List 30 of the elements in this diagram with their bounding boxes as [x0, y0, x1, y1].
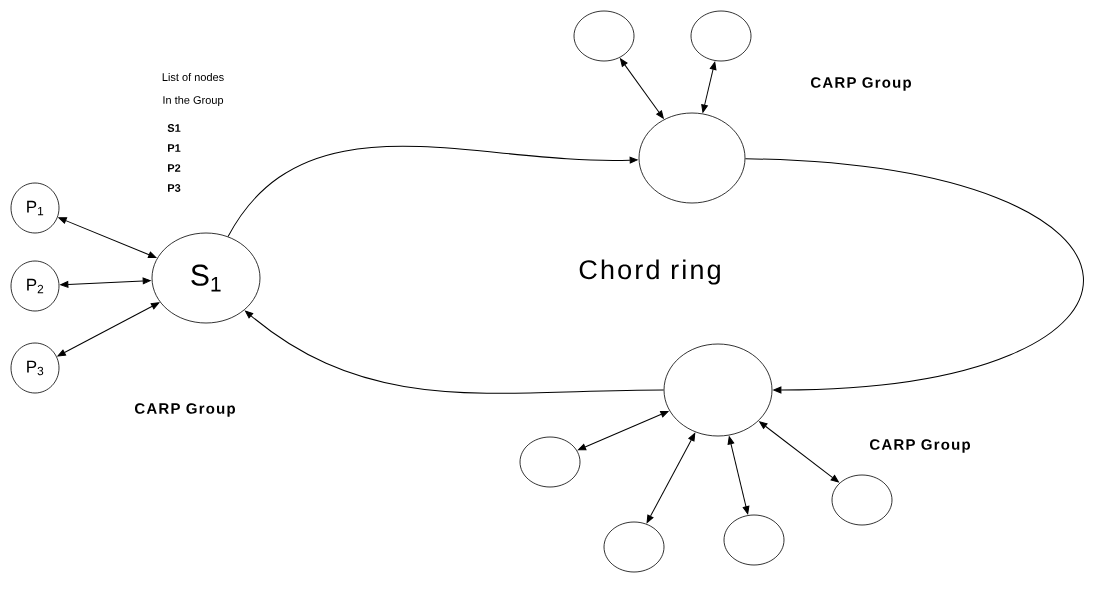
note-text: List of nodes: [162, 72, 224, 82]
group-label: CARP Group: [870, 439, 970, 453]
empty-circle: [831, 474, 893, 526]
arrow: [58, 217, 157, 258]
arrow: [57, 302, 160, 357]
empty-circle: [603, 521, 665, 573]
arrow: [60, 277, 151, 288]
empty-circle: [519, 436, 581, 488]
arrow: [577, 410, 669, 451]
empty-circle: [723, 514, 785, 566]
arrow: [744, 158, 1084, 394]
arrow: [759, 421, 839, 483]
ring-label: Chord ring: [579, 259, 720, 285]
empty-circle: [663, 343, 773, 437]
arrow: [244, 310, 665, 394]
group-label: CARP Group: [811, 77, 911, 91]
empty-circle: [573, 10, 635, 62]
arrow: [620, 58, 664, 119]
list-item: P1: [168, 144, 181, 152]
note-text: In the Group: [163, 95, 224, 107]
list-item: S1: [167, 124, 181, 132]
list-item: P2: [168, 164, 181, 172]
empty-circle: [690, 10, 752, 62]
empty-circle: [638, 112, 746, 204]
arrow: [727, 436, 750, 515]
arrow: [227, 145, 638, 237]
list-item: P3: [168, 184, 181, 192]
group-label: CARP Group: [135, 403, 235, 417]
arrow: [646, 432, 696, 524]
arrow: [701, 61, 717, 113]
